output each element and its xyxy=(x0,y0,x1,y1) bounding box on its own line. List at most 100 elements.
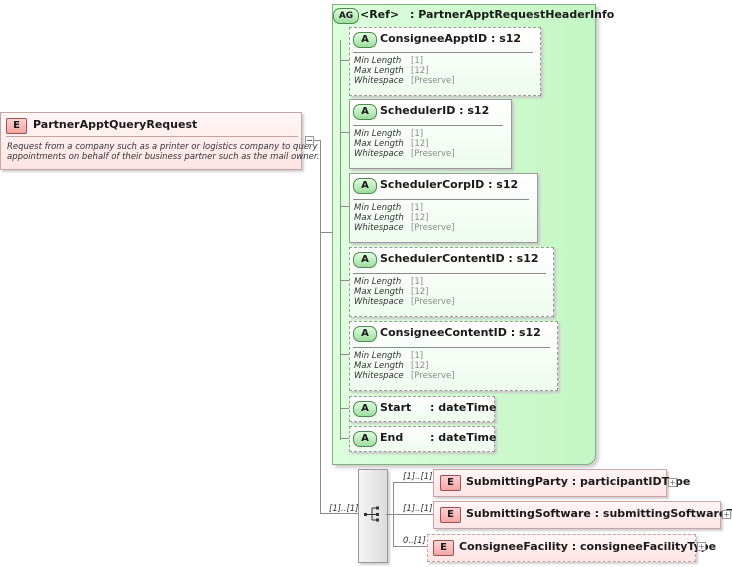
facet-max-label: Max Length xyxy=(354,66,404,76)
attribute-group-name: : PartnerApptRequestHeaderInfo xyxy=(410,8,615,21)
attribute-title: SchedulerID : s12 xyxy=(380,104,490,117)
facet-min-label: Min Length xyxy=(354,129,402,139)
facet-ws-value: [Preserve] xyxy=(411,371,455,381)
attribute-group-ref: <Ref> xyxy=(360,8,400,21)
attribute-consigneeapptid[interactable] xyxy=(349,27,541,96)
facet-ws-value: [Preserve] xyxy=(411,149,455,159)
attribute-divider xyxy=(353,347,550,348)
element-title: SubmittingParty : participantIDType xyxy=(466,475,691,488)
attr-connector-3 xyxy=(340,206,349,207)
attribute-consigneecontentid[interactable] xyxy=(349,321,558,391)
facet-min-label: Min Length xyxy=(354,351,402,361)
attr-connector-5 xyxy=(340,354,349,355)
facet-min-value: [1] xyxy=(411,351,424,361)
attribute-group-badge: AG xyxy=(333,8,359,24)
facet-min-label: Min Length xyxy=(354,203,402,213)
attribute-badge: A xyxy=(353,32,377,48)
attribute-type: : dateTime xyxy=(430,401,497,414)
expand-icon[interactable]: + xyxy=(668,478,677,487)
attribute-schedulercontentid[interactable] xyxy=(349,247,554,317)
facet-max-label: Max Length xyxy=(354,139,404,149)
element-submittingsoftware[interactable] xyxy=(433,501,721,529)
child-connector-1 xyxy=(393,482,433,483)
facet-ws-label: Whitespace xyxy=(354,76,404,86)
expand-icon[interactable]: + xyxy=(722,510,731,519)
attr-connector-6 xyxy=(340,408,349,409)
attribute-divider xyxy=(353,199,529,200)
attribute-title: SchedulerCorpID : s12 xyxy=(380,178,519,191)
child-cardinality: [1]..[1] xyxy=(403,504,433,514)
attribute-title: ConsigneeContentID : s12 xyxy=(380,326,541,339)
attribute-badge: A xyxy=(353,326,377,342)
element-consigneefacility[interactable] xyxy=(427,534,696,562)
attribute-badge: A xyxy=(353,401,377,417)
attribute-schedulercorpid[interactable] xyxy=(349,173,538,243)
element-submittingparty[interactable] xyxy=(433,469,667,497)
expand-icon[interactable]: + xyxy=(697,542,706,551)
attribute-title: SchedulerContentID : s12 xyxy=(380,252,539,265)
element-title: ConsigneeFacility : consigneeFacilityTyp… xyxy=(459,540,717,553)
root-doc-line-1: Request from a company such as a printer… xyxy=(7,142,318,152)
root-connector-h xyxy=(314,140,320,141)
attr-connector-1 xyxy=(340,60,349,61)
element-badge: E xyxy=(440,475,461,491)
sequence-icon xyxy=(364,506,379,522)
element-title: SubmittingSoftware : submittingSoftwareT… xyxy=(466,507,732,520)
attribute-badge: A xyxy=(353,104,377,120)
facet-max-label: Max Length xyxy=(354,361,404,371)
root-doc-line-2: appointments on behalf of their business… xyxy=(7,152,320,162)
facet-min-label: Min Length xyxy=(354,277,402,287)
root-divider xyxy=(6,136,298,137)
facet-ws-value: [Preserve] xyxy=(411,297,455,307)
facet-ws-label: Whitespace xyxy=(354,223,404,233)
facet-min-label: Min Length xyxy=(354,56,402,66)
attribute-badge: A xyxy=(353,252,377,268)
group-connector xyxy=(320,232,332,233)
facet-ws-label: Whitespace xyxy=(354,149,404,159)
root-element[interactable] xyxy=(0,112,302,170)
sequence-connector xyxy=(320,513,358,514)
attribute-divider xyxy=(353,52,533,53)
attribute-badge: A xyxy=(353,431,377,447)
group-inner-spine xyxy=(340,40,341,440)
sequence-compositor[interactable] xyxy=(358,469,388,563)
attribute-divider xyxy=(353,273,546,274)
facet-min-value: [1] xyxy=(411,203,424,213)
facet-max-value: [12] xyxy=(411,287,429,297)
element-badge: E xyxy=(433,540,454,556)
facet-max-value: [12] xyxy=(411,66,429,76)
facet-max-value: [12] xyxy=(411,361,429,371)
facet-min-value: [1] xyxy=(411,277,424,287)
root-element-name: PartnerApptQueryRequest xyxy=(33,118,198,131)
facet-min-value: [1] xyxy=(411,129,424,139)
collapse-icon[interactable] xyxy=(305,136,314,145)
facet-ws-label: Whitespace xyxy=(354,371,404,381)
sequence-cardinality: [1]..[1] xyxy=(329,504,359,514)
element-badge: E xyxy=(6,118,27,134)
facet-min-value: [1] xyxy=(411,56,424,66)
attribute-name: Start xyxy=(380,401,412,414)
attr-connector-2 xyxy=(340,132,349,133)
facet-max-label: Max Length xyxy=(354,287,404,297)
attr-connector-7 xyxy=(340,438,349,439)
facet-max-label: Max Length xyxy=(354,213,404,223)
attribute-end[interactable] xyxy=(349,426,495,452)
facet-max-value: [12] xyxy=(411,139,429,149)
attribute-divider xyxy=(353,125,503,126)
seq-out-connector xyxy=(386,514,393,515)
attribute-name: End xyxy=(380,431,404,444)
facet-ws-label: Whitespace xyxy=(354,297,404,307)
main-spine xyxy=(320,140,321,513)
facet-ws-value: [Preserve] xyxy=(411,76,455,86)
child-connector-3 xyxy=(393,546,427,547)
attribute-badge: A xyxy=(353,178,377,194)
facet-ws-value: [Preserve] xyxy=(411,223,455,233)
attribute-type: : dateTime xyxy=(430,431,497,444)
facet-max-value: [12] xyxy=(411,213,429,223)
attribute-title: ConsigneeApptID : s12 xyxy=(380,32,522,45)
attr-connector-4 xyxy=(340,280,349,281)
child-connector-2 xyxy=(393,514,433,515)
child-cardinality: [1]..[1] xyxy=(403,472,433,482)
element-badge: E xyxy=(440,507,461,523)
child-cardinality: 0..[1] xyxy=(403,536,426,546)
